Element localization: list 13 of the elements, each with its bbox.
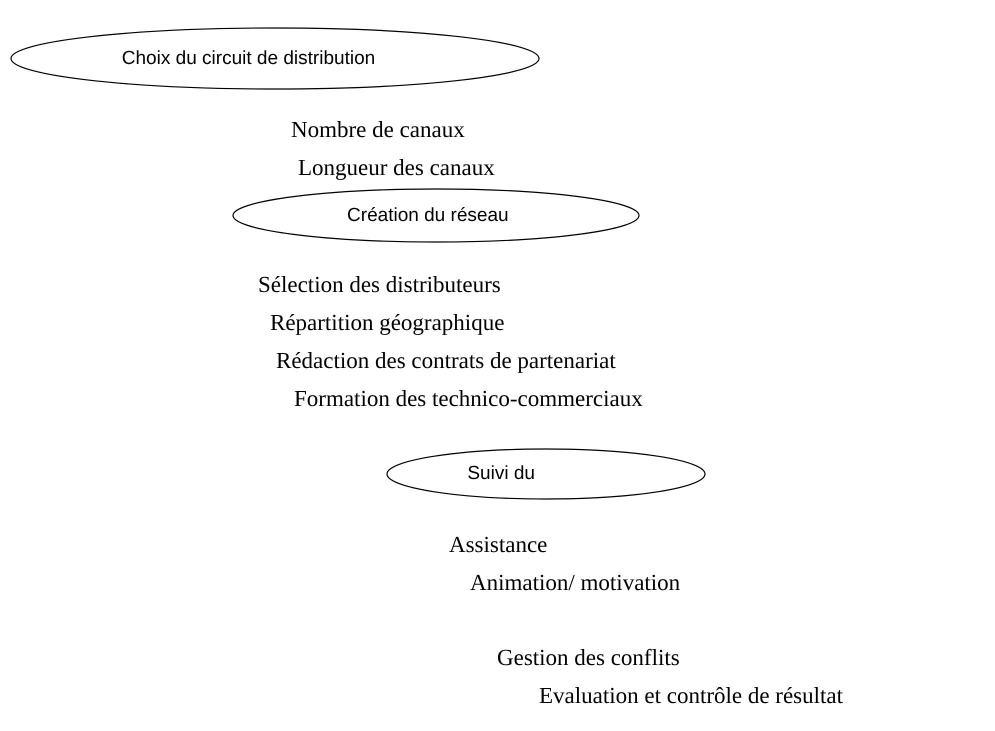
list-item-text: Sélection des distributeurs bbox=[258, 273, 501, 296]
list-item-text: Nombre de canaux bbox=[291, 118, 465, 141]
list-item-text: Rédaction des contrats de partenariat bbox=[276, 349, 616, 372]
list-item-text: Longueur des canaux bbox=[298, 156, 495, 179]
node-label: Suivi du bbox=[467, 463, 535, 485]
node-label: Choix du circuit de distribution bbox=[122, 48, 376, 70]
list-item-text: Evaluation et contrôle de résultat bbox=[539, 684, 843, 707]
list-item-text: Gestion des conflits bbox=[497, 646, 680, 669]
list-item-text: Assistance bbox=[449, 533, 548, 556]
list-item-text: Répartition géographique bbox=[270, 311, 504, 334]
node-label: Création du réseau bbox=[347, 204, 509, 226]
list-item-text: Animation/ motivation bbox=[470, 571, 680, 594]
list-item-text: Formation des technico-commerciaux bbox=[294, 387, 643, 410]
